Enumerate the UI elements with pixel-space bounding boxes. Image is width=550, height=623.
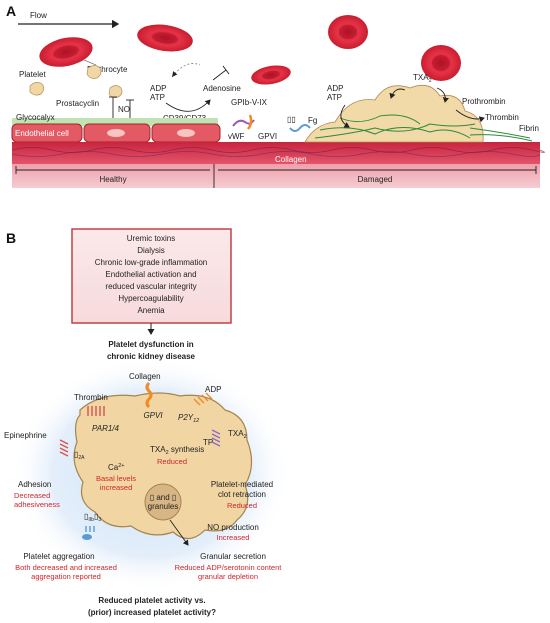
granules-text1: ▯ and ▯ (150, 493, 177, 502)
txa2-b-label: TXA2 (228, 429, 247, 440)
txa2-synthesis-status: Reduced (157, 457, 187, 466)
collagen-receptor-icon (145, 381, 153, 409)
erythrocyte-icon (39, 37, 93, 67)
adhesion-label: Adhesion (18, 480, 51, 489)
damaged-label: Damaged (358, 175, 393, 184)
prostacyclin-label: Prostacyclin (56, 99, 99, 108)
erythrocyte-icon (251, 65, 291, 85)
vwf-label: vWF (228, 132, 245, 141)
thrombin-label: Thrombin (485, 113, 519, 122)
adhesion-status1: Decreased (14, 491, 50, 500)
collagen-b-label: Collagen (129, 372, 161, 381)
adp2-label: ADP (327, 84, 343, 93)
cycle-arrow (165, 99, 211, 112)
gpvi-b-label: GPVI (143, 411, 163, 420)
clot-retraction-label2: clot retraction (218, 490, 266, 499)
collagen-label: Collagen (275, 155, 307, 164)
granular-status2: granular depletion (198, 572, 258, 581)
granular-secretion-label: Granular secretion (200, 552, 266, 561)
cause-item: Anemia (137, 306, 165, 315)
alpha2a-receptor-icon (59, 439, 69, 457)
aggregation-status2: aggregation reported (31, 572, 101, 581)
cause-item: Chronic low-grade inflammation (95, 258, 208, 267)
cause-item: Uremic toxins (127, 234, 175, 243)
gpvi-label: GPVI (258, 132, 277, 141)
causes-list: Uremic toxins Dialysis Chronic low-grade… (95, 234, 208, 315)
par-label: PAR1/4 (92, 424, 120, 433)
clot-retraction-label1: Platelet-mediated (211, 480, 273, 489)
fg-label: Fg (308, 116, 317, 125)
platelet-icon (29, 82, 45, 96)
title-line1: Platelet dysfunction in (108, 340, 193, 349)
granular-arrow (169, 519, 189, 546)
glycocalyx-label: Glycocalyx (16, 113, 55, 122)
causes-box (71, 228, 232, 324)
flow-label: Flow (30, 11, 47, 20)
cause-item: reduced vascular integrity (105, 282, 196, 291)
calcium-status1: Basal levels (96, 474, 136, 483)
gpiib-label: ▯IIb▯3 (84, 512, 101, 523)
cause-item: Endothelial activation and (105, 270, 196, 279)
p2y-label: P2Y12 (178, 413, 199, 424)
integrin-receptor-icon (85, 526, 95, 532)
erythrocyte-icon (137, 24, 193, 52)
healthy-label: Healthy (99, 175, 126, 184)
fibrin-label: Fibrin (519, 124, 539, 133)
epinephrine-label: Epinephrine (4, 431, 47, 440)
erythrocyte-label: Erythrocyte (87, 65, 128, 74)
tp-receptor-icon (211, 429, 221, 447)
platelet-icon (86, 65, 102, 79)
cause-item: Hypercoagulability (118, 294, 183, 303)
fibrinogen-icon (289, 124, 311, 132)
panel-a-label: A (6, 3, 16, 19)
txa2-label: TXA2 (413, 73, 432, 84)
platelet-label: Platelet (19, 70, 46, 79)
calcium-label: Ca2+ (108, 463, 125, 472)
aggregation-label: Platelet aggregation (23, 552, 94, 561)
atp-label: ATP (150, 93, 165, 102)
question-line1: Reduced platelet activity vs. (98, 596, 205, 605)
aggregation-status1: Both decreased and increased (15, 563, 117, 572)
no-production-status: Increased (217, 533, 250, 542)
granular-status1: Reduced ADP/serotonin content (175, 563, 283, 572)
endothelial-cell-label: Endothelial cell (15, 129, 69, 138)
cause-item: Dialysis (137, 246, 165, 255)
tp-label: TP (203, 438, 213, 447)
thrombus-icon (304, 84, 484, 143)
erythrocyte-icon (421, 45, 461, 81)
no-production-label: NO production (207, 523, 259, 532)
glycocalyx-layer (12, 118, 218, 126)
prothrombin-label: Prothrombin (462, 97, 506, 106)
platelet-icon (108, 85, 123, 98)
clot-retraction-status: Reduced (227, 501, 257, 510)
platelet-body-icon (73, 392, 253, 540)
adp-label: ADP (150, 84, 166, 93)
txa2-synthesis-label: TXA2 synthesis (150, 445, 204, 456)
thrombin-b-label: Thrombin (74, 393, 108, 402)
adp-b-label: ADP (205, 385, 221, 394)
adenosine-label: Adenosine (203, 84, 241, 93)
endothelial-cells (11, 123, 221, 143)
p2y-receptor-icon (193, 392, 213, 406)
no-label: NO (118, 105, 130, 114)
adhesion-status2: adhesiveness (14, 500, 60, 509)
panel-b-label: B (6, 230, 16, 246)
fibrin-strand (469, 127, 531, 139)
calcium-status2: increased (100, 483, 133, 492)
granules-text2: granules (148, 502, 179, 511)
erythrocyte-icon (328, 15, 368, 49)
integrin-glyph: ▯▯ (287, 115, 296, 124)
gpib-label: GPIb-V-IX (231, 98, 268, 107)
par-receptor-icon (87, 406, 105, 416)
granule-icon (144, 483, 182, 521)
atp2-label: ATP (327, 93, 342, 102)
question-line2: (prior) increased platelet activity? (88, 608, 216, 617)
alpha2a-label: ▯2A (74, 450, 85, 461)
gpvi-icon (247, 114, 253, 130)
